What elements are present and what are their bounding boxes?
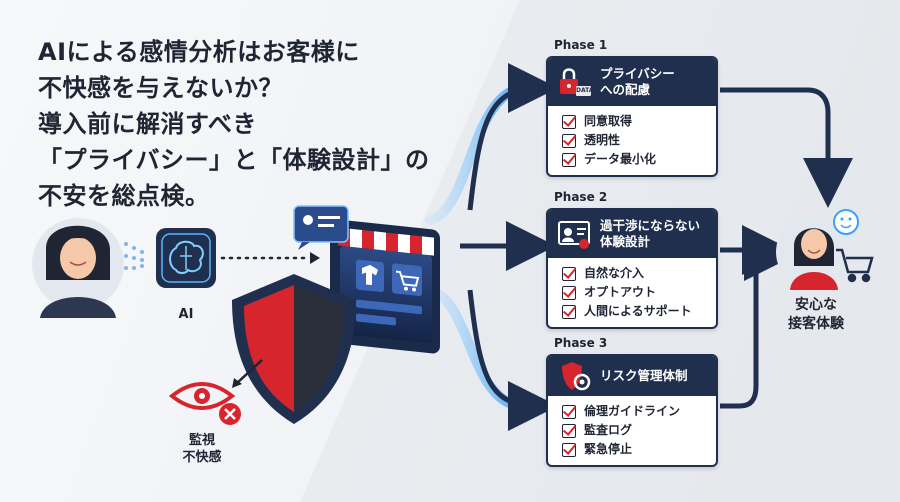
headline-line: AIによる感情分析はお客様に: [38, 38, 360, 66]
outcome-label: 安心な 接客体験: [774, 296, 858, 334]
phase-3-card: リスク管理体制 倫理ガイドライン 監査ログ 緊急停止: [546, 354, 718, 467]
phase-1-title-line: への配慮: [600, 82, 651, 97]
checkbox-checked-icon: [562, 286, 576, 300]
online-store-icon: [293, 205, 440, 354]
checkbox-checked-icon: [562, 153, 576, 167]
phase-1-title-line: プライバシー: [600, 66, 675, 81]
phase-2-title-line: 過干渉にならない: [600, 218, 701, 233]
checklist-item-label: 人間によるサポート: [584, 304, 692, 318]
checklist-item: 倫理ガイドライン: [562, 402, 716, 421]
checklist-item-label: 透明性: [584, 133, 621, 147]
risk-shield-gear-icon: [562, 362, 591, 391]
phase-2-header: 過干渉にならない 体験設計: [548, 210, 716, 258]
flow-arrows-to-phases: [460, 63, 558, 431]
experience-screen-icon: [558, 221, 590, 249]
checkbox-checked-icon: [562, 115, 576, 129]
phase-2-checklist: 自然な介入 オプトアウト 人間によるサポート: [548, 258, 716, 327]
checklist-item-label: オプトアウト: [584, 285, 657, 299]
checklist-item: 人間によるサポート: [562, 302, 716, 321]
shopping-cart-icon: [836, 248, 874, 283]
phase-1-checklist: 同意取得 透明性 データ最小化: [548, 106, 716, 175]
checklist-item: 自然な介入: [562, 264, 716, 283]
phase-3-label: Phase 3: [554, 336, 608, 350]
shield-block-arrow: [235, 359, 263, 385]
surveillance-label: 監視 不快感: [170, 432, 234, 466]
phase-1-card: DATA プライバシー への配慮 同意取得 透明性 データ最小化: [546, 56, 718, 177]
checklist-item: 同意取得: [562, 112, 716, 131]
shield-icon: [232, 274, 356, 424]
ai-label: AI: [179, 307, 194, 322]
outcome-label-line: 接客体験: [788, 316, 844, 332]
checkbox-checked-icon: [562, 305, 576, 319]
phase-1-label: Phase 1: [554, 38, 608, 52]
checklist-item-label: 緊急停止: [584, 442, 633, 456]
surveillance-eye-icon: [168, 382, 236, 410]
surveillance-label-line: 不快感: [182, 450, 222, 465]
ai-brain-icon: [156, 228, 216, 288]
checkbox-checked-icon: [562, 405, 576, 419]
scan-dots: [124, 242, 144, 270]
phase-2-card: 過干渉にならない 体験設計 自然な介入 オプトアウト 人間によるサポート: [546, 208, 718, 329]
checkbox-checked-icon: [562, 424, 576, 438]
phase-3-checklist: 倫理ガイドライン 監査ログ 緊急停止: [548, 396, 716, 465]
headline-line: 「プライバシー」と「体験設計」の: [38, 146, 430, 174]
flow-arrows-to-outcome: [720, 87, 853, 409]
checklist-item-label: 監査ログ: [584, 423, 633, 437]
checklist-item-label: 倫理ガイドライン: [584, 404, 681, 418]
checklist-item-label: 自然な介入: [584, 266, 645, 280]
speech-smile-icon: [833, 209, 859, 235]
headline: AIによる感情分析はお客様に 不快感を与えないか？ 導入前に解消すべき 「プライ…: [38, 34, 430, 214]
customer-avatar-icon: [32, 218, 124, 318]
checklist-item: 透明性: [562, 131, 716, 150]
checklist-item: 監査ログ: [562, 421, 716, 440]
data-tag: DATA: [576, 87, 594, 94]
checklist-item: 緊急停止: [562, 440, 716, 459]
satisfied-customer-icon: [776, 214, 852, 290]
headline-line: 導入前に解消すべき: [38, 110, 257, 138]
phase-1-header: DATA プライバシー への配慮: [548, 58, 716, 106]
headline-line: 不安を総点検。: [38, 182, 210, 210]
phase-3-title-line: リスク管理体制: [600, 368, 688, 383]
checklist-item-label: 同意取得: [584, 114, 633, 128]
checklist-item: データ最小化: [562, 150, 716, 169]
outcome-label-line: 安心な: [795, 297, 837, 313]
checkbox-checked-icon: [562, 267, 576, 281]
checkbox-checked-icon: [562, 134, 576, 148]
surveillance-label-line: 監視: [188, 433, 215, 448]
prohibited-x-icon: [219, 403, 241, 425]
phase-2-label: Phase 2: [554, 190, 608, 204]
privacy-lock-icon: [560, 68, 591, 96]
checkbox-checked-icon: [562, 443, 576, 457]
headline-line: 不快感を与えないか？: [38, 74, 283, 102]
phase-2-title-line: 体験設計: [600, 234, 651, 249]
checklist-item-label: データ最小化: [584, 152, 657, 166]
phase-3-header: リスク管理体制: [548, 356, 716, 396]
checklist-item: オプトアウト: [562, 283, 716, 302]
